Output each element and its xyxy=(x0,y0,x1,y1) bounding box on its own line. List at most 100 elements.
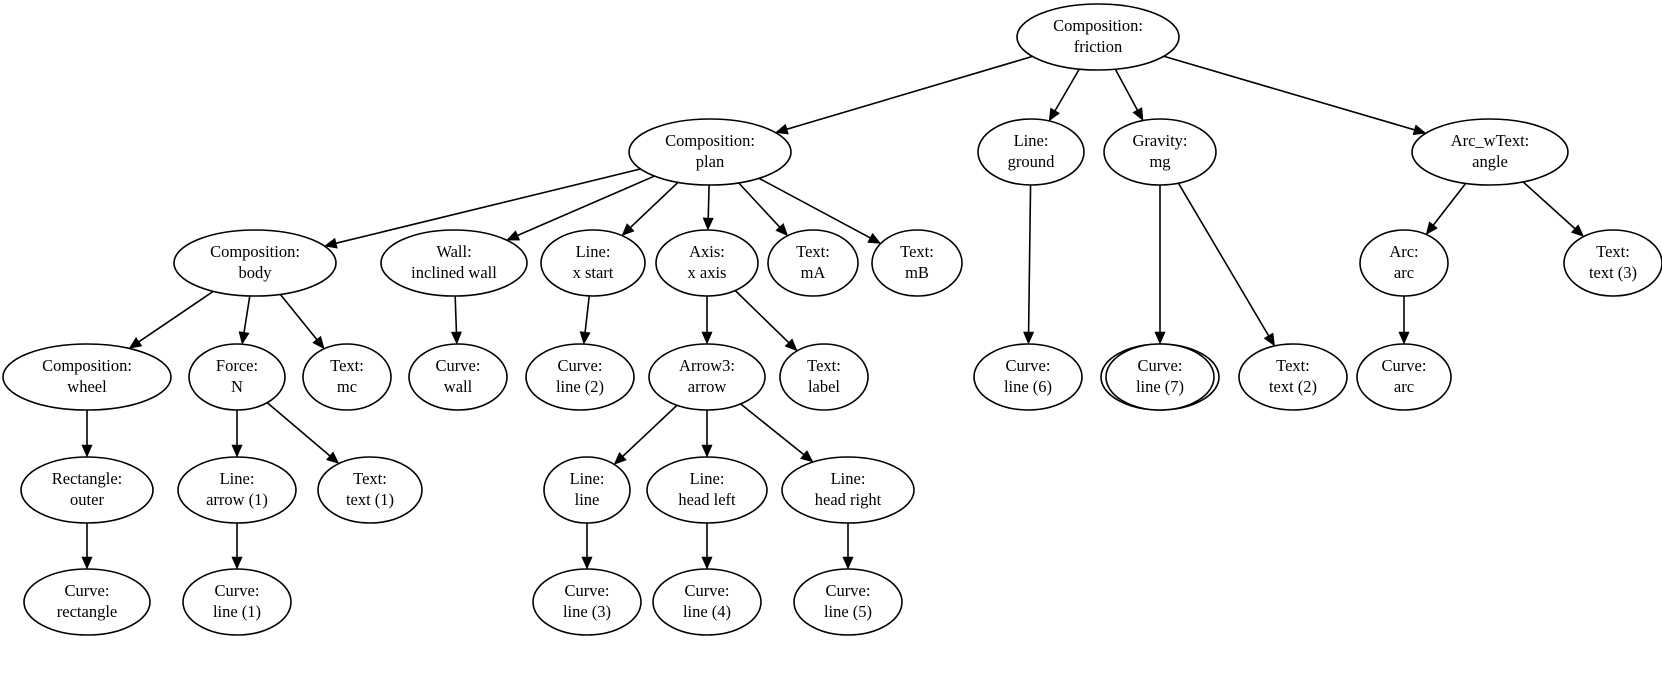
graph-node-rectangle[interactable]: Curve:rectangle xyxy=(23,568,151,636)
graph-node-outer[interactable]: Rectangle:outer xyxy=(20,456,154,524)
node-name-label: arrow xyxy=(688,377,727,396)
node-shape[interactable] xyxy=(652,568,762,636)
node-shape[interactable] xyxy=(977,118,1085,186)
node-shape[interactable] xyxy=(177,456,297,524)
node-name-label: arrow (1) xyxy=(206,490,268,509)
node-shape[interactable] xyxy=(182,568,292,636)
node-shape[interactable] xyxy=(1238,343,1348,411)
node-shape[interactable] xyxy=(646,456,768,524)
graph-node-mc[interactable]: Text:mc xyxy=(302,343,392,411)
arrowhead-icon xyxy=(81,556,93,570)
graph-node-curvearc[interactable]: Curve:arc xyxy=(1356,343,1452,411)
node-shape[interactable] xyxy=(302,343,392,411)
node-shape[interactable] xyxy=(408,343,508,411)
node-shape[interactable] xyxy=(188,343,286,411)
graph-node-wheel[interactable]: Composition:wheel xyxy=(2,343,172,411)
graph-edge xyxy=(584,295,591,333)
graph-edge xyxy=(734,289,790,344)
graph-node-body[interactable]: Composition:body xyxy=(173,229,337,297)
node-type-label: Curve: xyxy=(436,356,481,375)
node-name-label: label xyxy=(808,377,840,396)
node-name-label: text (1) xyxy=(346,490,394,509)
node-name-label: x axis xyxy=(688,263,727,282)
graph-node-text1[interactable]: Text:text (1) xyxy=(317,456,423,524)
graph-node-line1[interactable]: Curve:line (1) xyxy=(182,568,292,636)
graph-node-arrow3[interactable]: Arrow3:arrow xyxy=(648,343,766,411)
arrowhead-icon xyxy=(323,237,338,249)
graph-node-mg[interactable]: Gravity: mg xyxy=(1103,118,1217,186)
graph-node-line3[interactable]: Curve:line (3) xyxy=(532,568,642,636)
node-shape[interactable] xyxy=(1563,229,1662,297)
graph-node-xstart[interactable]: Line:x start xyxy=(540,229,646,297)
node-type-label: Curve: xyxy=(558,356,603,375)
graph-node-arrow1[interactable]: Line:arrow (1) xyxy=(177,456,297,524)
node-shape[interactable] xyxy=(173,229,337,297)
graph-node-headleft[interactable]: Line:head left xyxy=(646,456,768,524)
node-shape[interactable] xyxy=(543,456,631,524)
graph-node-label[interactable]: Text:label xyxy=(779,343,869,411)
graph-node-text3[interactable]: Text:text (3) xyxy=(1563,229,1662,297)
node-shape[interactable] xyxy=(793,568,903,636)
graph-node-line6[interactable]: Curve:line (6) xyxy=(973,343,1083,411)
graph-node-angle[interactable]: Arc_wText:angle xyxy=(1411,118,1569,186)
node-shape[interactable] xyxy=(871,229,963,297)
graph-node-friction[interactable]: Composition:friction xyxy=(1016,3,1180,71)
graph-node-text2[interactable]: Text:text (2) xyxy=(1238,343,1348,411)
node-shape[interactable] xyxy=(781,456,915,524)
graph-edge xyxy=(266,402,331,457)
node-shape[interactable] xyxy=(1103,118,1217,186)
node-shape[interactable] xyxy=(1356,343,1452,411)
graph-node-plan[interactable]: Composition:plan xyxy=(628,118,792,186)
node-shape[interactable] xyxy=(2,343,172,411)
node-shape[interactable] xyxy=(23,568,151,636)
arrowhead-icon xyxy=(701,331,713,345)
graph-node-line5[interactable]: Curve:line (5) xyxy=(793,568,903,636)
graph-node-line4[interactable]: Curve:line (4) xyxy=(652,568,762,636)
node-shape[interactable] xyxy=(1411,118,1569,186)
node-name-label: outer xyxy=(70,490,104,509)
node-name-label: arc xyxy=(1394,263,1414,282)
node-type-label: Arc_wText: xyxy=(1451,131,1530,150)
node-shape[interactable] xyxy=(380,229,528,297)
node-shape[interactable] xyxy=(767,229,859,297)
graph-node-headright[interactable]: Line:head right xyxy=(781,456,915,524)
node-shape[interactable] xyxy=(1359,229,1449,297)
node-name-label: mg xyxy=(1149,152,1170,171)
graph-node-inclinedwall[interactable]: Wall:inclined wall xyxy=(380,229,528,297)
node-shape[interactable] xyxy=(1105,343,1215,411)
node-shape[interactable] xyxy=(525,343,635,411)
graph-node-xaxis[interactable]: Axis:x axis xyxy=(655,229,759,297)
node-type-label: Line: xyxy=(576,242,611,261)
graph-edge xyxy=(279,293,318,340)
arrowhead-icon xyxy=(1425,221,1439,235)
graph-node-mA[interactable]: Text:mA xyxy=(767,229,859,297)
arrowhead-icon xyxy=(325,451,340,464)
node-shape[interactable] xyxy=(540,229,646,297)
node-type-label: Gravity: xyxy=(1133,131,1188,150)
arrowhead-icon xyxy=(613,451,627,465)
graph-node-line7[interactable]: Curve:line (7) xyxy=(1105,343,1215,411)
graph-node-ground[interactable]: Line:ground xyxy=(977,118,1085,186)
node-shape[interactable] xyxy=(779,343,869,411)
graph-node-arc[interactable]: Arc:arc xyxy=(1359,229,1449,297)
node-shape[interactable] xyxy=(20,456,154,524)
graph-node-wall[interactable]: Curve:wall xyxy=(408,343,508,411)
node-shape[interactable] xyxy=(1016,3,1180,71)
graph-node-lineline[interactable]: Line:line xyxy=(543,456,631,524)
arrowhead-icon xyxy=(702,217,714,231)
graph-edge xyxy=(786,55,1033,130)
node-shape[interactable] xyxy=(655,229,759,297)
node-shape[interactable] xyxy=(532,568,642,636)
node-name-label: text (3) xyxy=(1589,263,1637,282)
node-shape[interactable] xyxy=(628,118,792,186)
graph-edge xyxy=(517,175,655,237)
node-name-label: ground xyxy=(1008,152,1055,171)
graph-node-mB[interactable]: Text:mB xyxy=(871,229,963,297)
node-shape[interactable] xyxy=(648,343,766,411)
node-shape[interactable] xyxy=(317,456,423,524)
arrowhead-icon xyxy=(774,123,789,135)
graph-node-forceN[interactable]: Force:N xyxy=(188,343,286,411)
graph-node-line2[interactable]: Curve:line (2) xyxy=(525,343,635,411)
node-shape[interactable] xyxy=(973,343,1083,411)
